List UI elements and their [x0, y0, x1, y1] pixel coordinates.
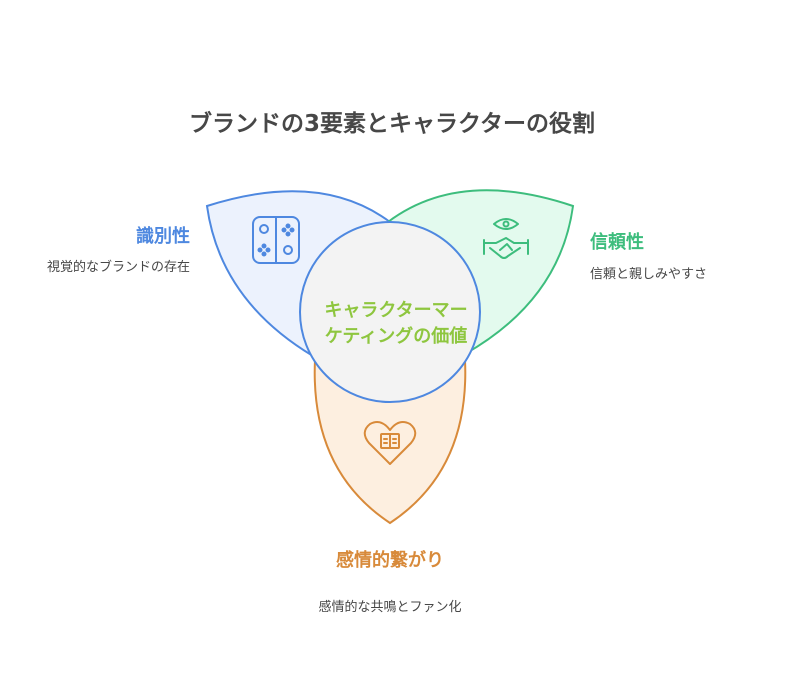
- center-label: キャラクターマーケティングの価値: [324, 300, 468, 347]
- emotion-label: 感情的繋がり: [336, 550, 444, 571]
- trust-description: 信頼と親しみやすさ: [590, 267, 708, 282]
- diagram-title: ブランドの3要素とキャラクターの役割: [188, 111, 596, 137]
- trust-label: 信頼性: [590, 232, 644, 253]
- identity-description: 視覚的なブランドの存在: [46, 260, 190, 275]
- identity-label: 識別性: [136, 226, 190, 247]
- heart-book-icon: [363, 421, 417, 465]
- center-circle: [299, 221, 481, 403]
- handshake-eye-icon: [483, 218, 529, 259]
- emotion-description: 感情的な共鳴とファン化: [318, 600, 462, 615]
- game-controller-icon: [252, 216, 300, 264]
